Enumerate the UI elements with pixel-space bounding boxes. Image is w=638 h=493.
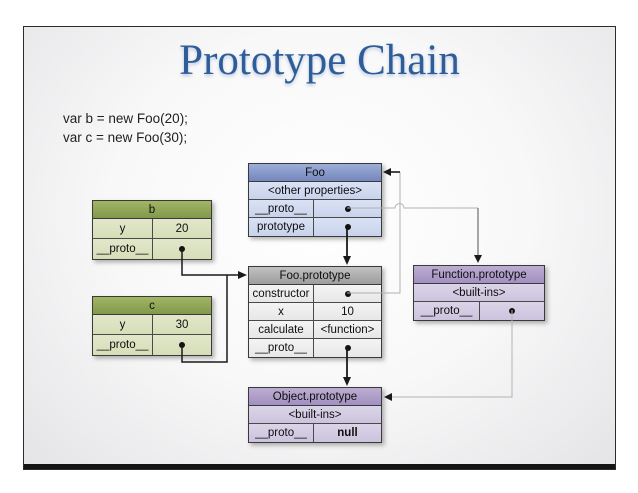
table-row: calculate <function> [249,321,381,339]
table-row: <other properties> [249,182,381,200]
table-row: __proto__ [93,239,211,259]
table-row: __proto__ [249,200,381,218]
object-table-foo: Foo <other properties> __proto__prototype [248,163,382,237]
table-title: Foo [249,164,381,182]
pointer-dot [344,290,351,297]
table-row: <built-ins> [249,406,381,424]
span-cell: <built-ins> [288,408,342,421]
property-value-cell [314,200,381,217]
property-name-cell: __proto__ [249,200,314,217]
property-name-cell: __proto__ [93,335,153,355]
table-title: c [93,297,211,315]
property-value-cell: <function> [320,323,375,336]
property-name-cell: __proto__ [414,302,480,320]
property-value-cell [314,339,381,357]
property-value-cell: null [337,427,358,439]
property-name-cell: y [93,315,153,334]
table-row: __proto__ [414,302,544,320]
slide-footer-bar [24,464,615,469]
table-title: Function.prototype [414,266,544,284]
span-cell: <other properties> [268,184,362,197]
property-value-cell [314,285,381,302]
pointer-dot [179,246,185,252]
property-value-cell: 10 [341,305,354,318]
property-value-cell [153,239,211,259]
table-row: __proto__ [249,339,381,357]
table-row: x 10 [249,303,381,321]
table-row: __proto__ [93,335,211,355]
property-name-cell: constructor [249,285,314,302]
table-row: prototype [249,218,381,236]
object-table-funcProto: Function.prototype <built-ins> __proto__ [413,265,545,321]
pointer-dot [344,224,351,230]
table-row: <built-ins> [414,284,544,302]
property-value-cell [153,335,211,355]
table-title: Foo.prototype [249,267,381,285]
object-table-objProto: Object.prototype <built-ins> __proto__ null [248,387,382,443]
pointer-dot [509,308,515,314]
table-title: Object.prototype [249,388,381,406]
code-snippet: var b = new Foo(20); var c = new Foo(30)… [63,109,188,147]
table-row: __proto__ null [249,424,381,442]
property-value-cell: 20 [175,222,189,235]
table-row: constructor [249,285,381,303]
table-title: b [93,201,211,219]
property-name-cell: __proto__ [249,339,314,357]
property-name-cell: y [93,219,153,238]
pointer-dot [179,342,185,348]
property-name-cell: calculate [249,321,314,338]
property-value-cell [480,302,544,320]
pointer-dot [344,345,351,351]
table-row: y 30 [93,315,211,335]
property-name-cell: __proto__ [93,239,153,259]
code-line-2: var c = new Foo(30); [63,130,188,145]
property-name-cell: prototype [249,218,314,236]
span-cell: <built-ins> [452,286,506,299]
slide-title: Prototype Chain [179,37,460,84]
property-value-cell [314,218,381,236]
property-name-cell: __proto__ [249,424,314,442]
property-name-cell: x [249,303,314,320]
code-line-1: var b = new Foo(20); [63,111,188,126]
property-value-cell: 30 [175,318,189,331]
table-row: y 20 [93,219,211,239]
pointer-dot [344,205,351,212]
